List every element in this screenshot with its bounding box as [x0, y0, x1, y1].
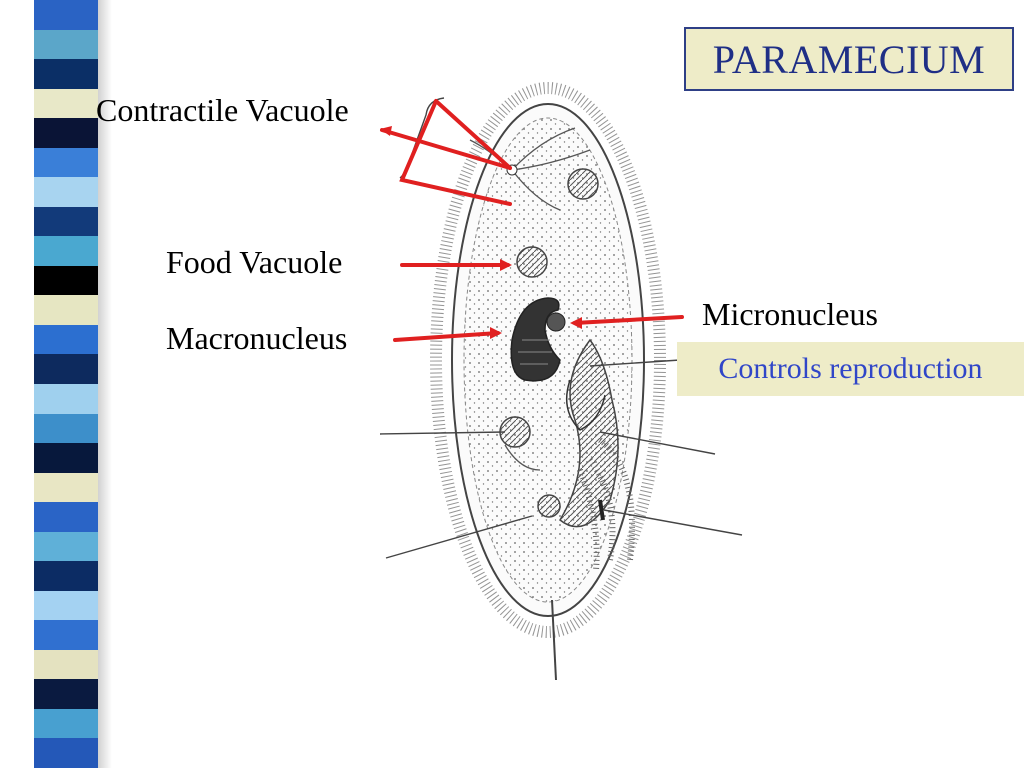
macronucleus-texture — [518, 339, 552, 365]
stripe-band — [34, 295, 98, 326]
stripe-band — [34, 502, 98, 533]
gullet — [565, 379, 606, 431]
stripe-band — [34, 88, 98, 119]
stripe-band — [34, 324, 98, 355]
micronucleus-shape — [546, 312, 566, 332]
label-macronucleus: Macronucleus — [166, 320, 348, 356]
arrowheads — [380, 126, 582, 339]
stripe-band — [34, 147, 98, 178]
stripe-shadow — [98, 0, 112, 768]
contractile-vacuole-canals — [469, 127, 591, 471]
title-box: PARAMECIUM — [684, 27, 1014, 91]
caudal-cilia — [551, 599, 557, 681]
stripe-band — [34, 620, 98, 651]
micronucleus-note: Controls reproduction — [718, 352, 983, 385]
macronucleus-shape — [510, 297, 561, 382]
stripe-band — [34, 590, 98, 621]
stripe-band — [34, 118, 98, 149]
cytoproct-mark — [598, 499, 605, 521]
stripe-band — [34, 472, 98, 503]
red-arrow-icon — [380, 99, 684, 342]
stripe-band — [34, 0, 98, 31]
stripe-band — [34, 413, 98, 444]
stripe-band — [34, 531, 98, 562]
leader-lines — [379, 359, 743, 559]
stripe-band — [34, 236, 98, 267]
stripe-band — [34, 679, 98, 710]
stripe-band — [34, 206, 98, 237]
page-title: PARAMECIUM — [712, 36, 986, 82]
stripe-band — [34, 177, 98, 208]
stripe-band — [34, 708, 98, 739]
oral-groove — [559, 338, 619, 528]
label-micronucleus: Micronucleus — [702, 296, 878, 332]
stripe-band — [34, 29, 98, 60]
food-vacuoles — [499, 168, 599, 518]
stripe-band — [34, 649, 98, 680]
stripe-band — [34, 443, 98, 474]
note-box: Controls reproduction — [677, 342, 1024, 396]
label-contractile-vacuole: Contractile Vacuole — [96, 92, 349, 128]
label-food-vacuole: Food Vacuole — [166, 244, 343, 280]
stripe-band — [34, 384, 98, 415]
stripe-band — [34, 561, 98, 592]
stripe-band — [34, 265, 98, 296]
stripe-band — [34, 59, 98, 90]
oral-cilia — [577, 437, 635, 571]
stripe-band — [34, 354, 98, 385]
decorative-stripe — [34, 0, 98, 768]
cilia-fringe — [430, 82, 666, 638]
stripe-band — [34, 738, 98, 768]
